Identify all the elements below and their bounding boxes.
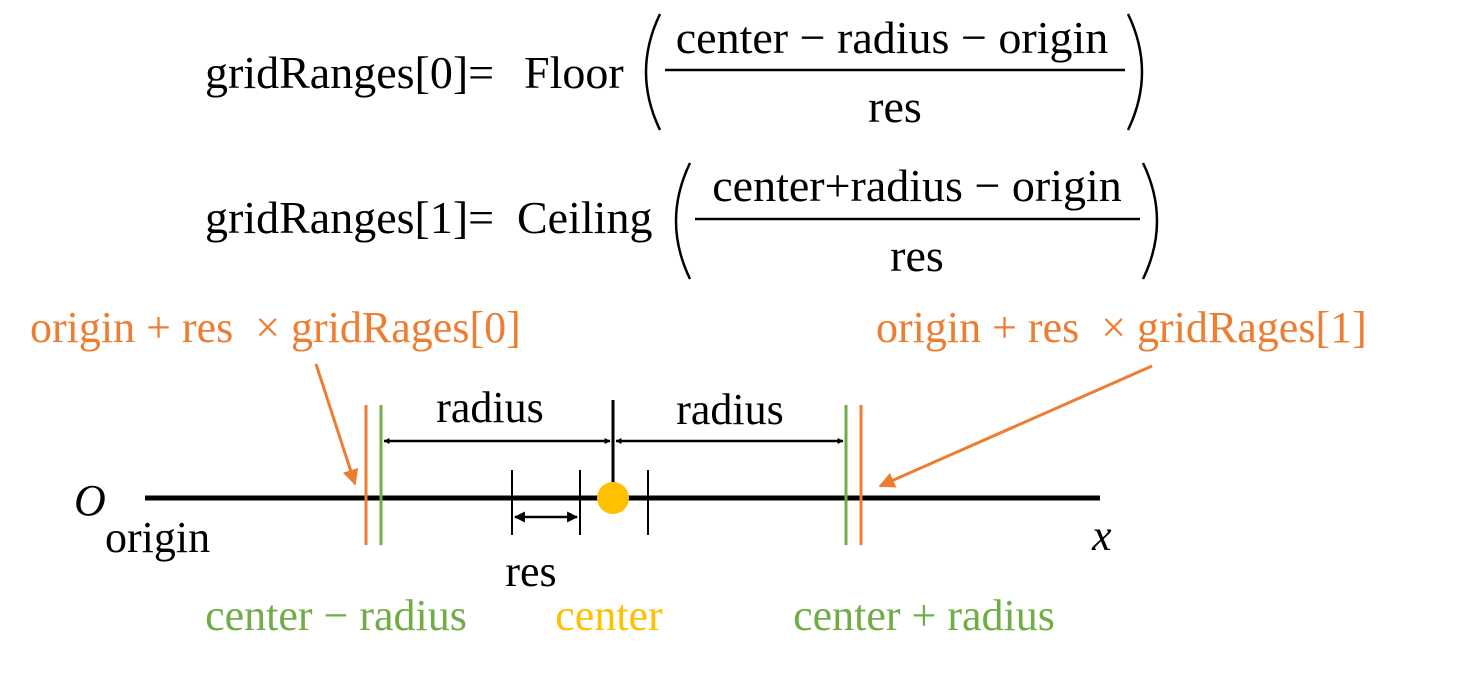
res-label: res [505,547,556,596]
floor-left-paren [644,13,662,131]
radius-left-label: radius [436,383,544,432]
lower-grid-bound-arrow [314,363,359,486]
radius-right-label: radius [676,385,784,434]
origin-symbol: O [74,476,106,525]
floor-right-paren [1126,13,1144,131]
upper-grid-bound-arrow [878,364,1153,488]
x-axis-label: x [1091,511,1112,560]
floor-equation-lhs: gridRanges[0]= [205,47,494,98]
floor-numerator: center − radius − origin [676,12,1109,63]
ceiling-right-paren [1141,162,1159,280]
ceiling-equation-lhs: gridRanges[1]= [205,192,494,243]
origin-label: origin [105,513,210,562]
upper-radius-bound-label: center + radius [793,591,1055,640]
ceiling-denominator: res [890,230,944,281]
ceiling-left-paren [674,162,692,280]
ceiling-equation: gridRanges[1]= Ceiling center+radius − o… [205,160,1159,281]
ceiling-function-name: Ceiling [517,192,652,243]
lower-radius-bound-label: center − radius [205,591,467,640]
center-label: center [555,591,663,640]
ceiling-numerator: center+radius − origin [712,160,1122,211]
upper-grid-bound-label: origin + res × gridRages[1] [876,303,1367,352]
floor-function-name: Floor [524,47,624,98]
center-point [597,482,629,514]
lower-grid-bound-label: origin + res × gridRages[0] [30,303,521,352]
floor-denominator: res [868,81,922,132]
floor-equation: gridRanges[0]= Floor center − radius − o… [205,12,1144,132]
